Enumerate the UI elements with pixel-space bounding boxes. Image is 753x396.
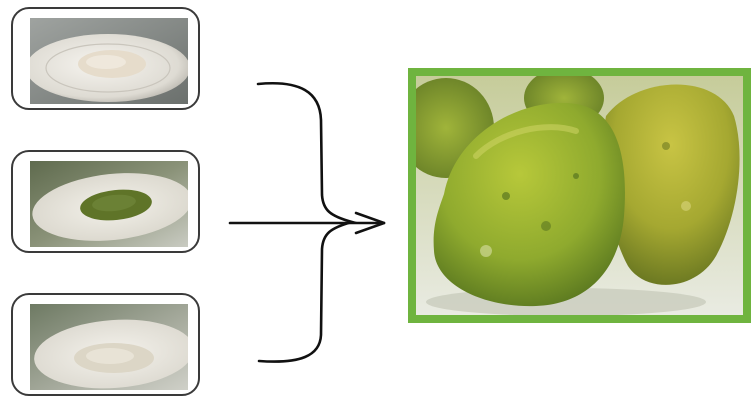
plate-photo-green-powder bbox=[30, 161, 188, 247]
dumpling-right bbox=[602, 84, 740, 285]
ingredient-frame-3 bbox=[11, 293, 200, 396]
plate-photo-white-powder bbox=[30, 18, 188, 104]
plate-photo-cream-powder bbox=[30, 304, 188, 390]
ingredient-frame-2 bbox=[11, 150, 200, 253]
arrow-head-icon bbox=[354, 211, 386, 235]
dumplings-photo bbox=[416, 76, 743, 315]
ingredient-frame-1 bbox=[11, 7, 200, 110]
result-frame bbox=[408, 68, 751, 323]
